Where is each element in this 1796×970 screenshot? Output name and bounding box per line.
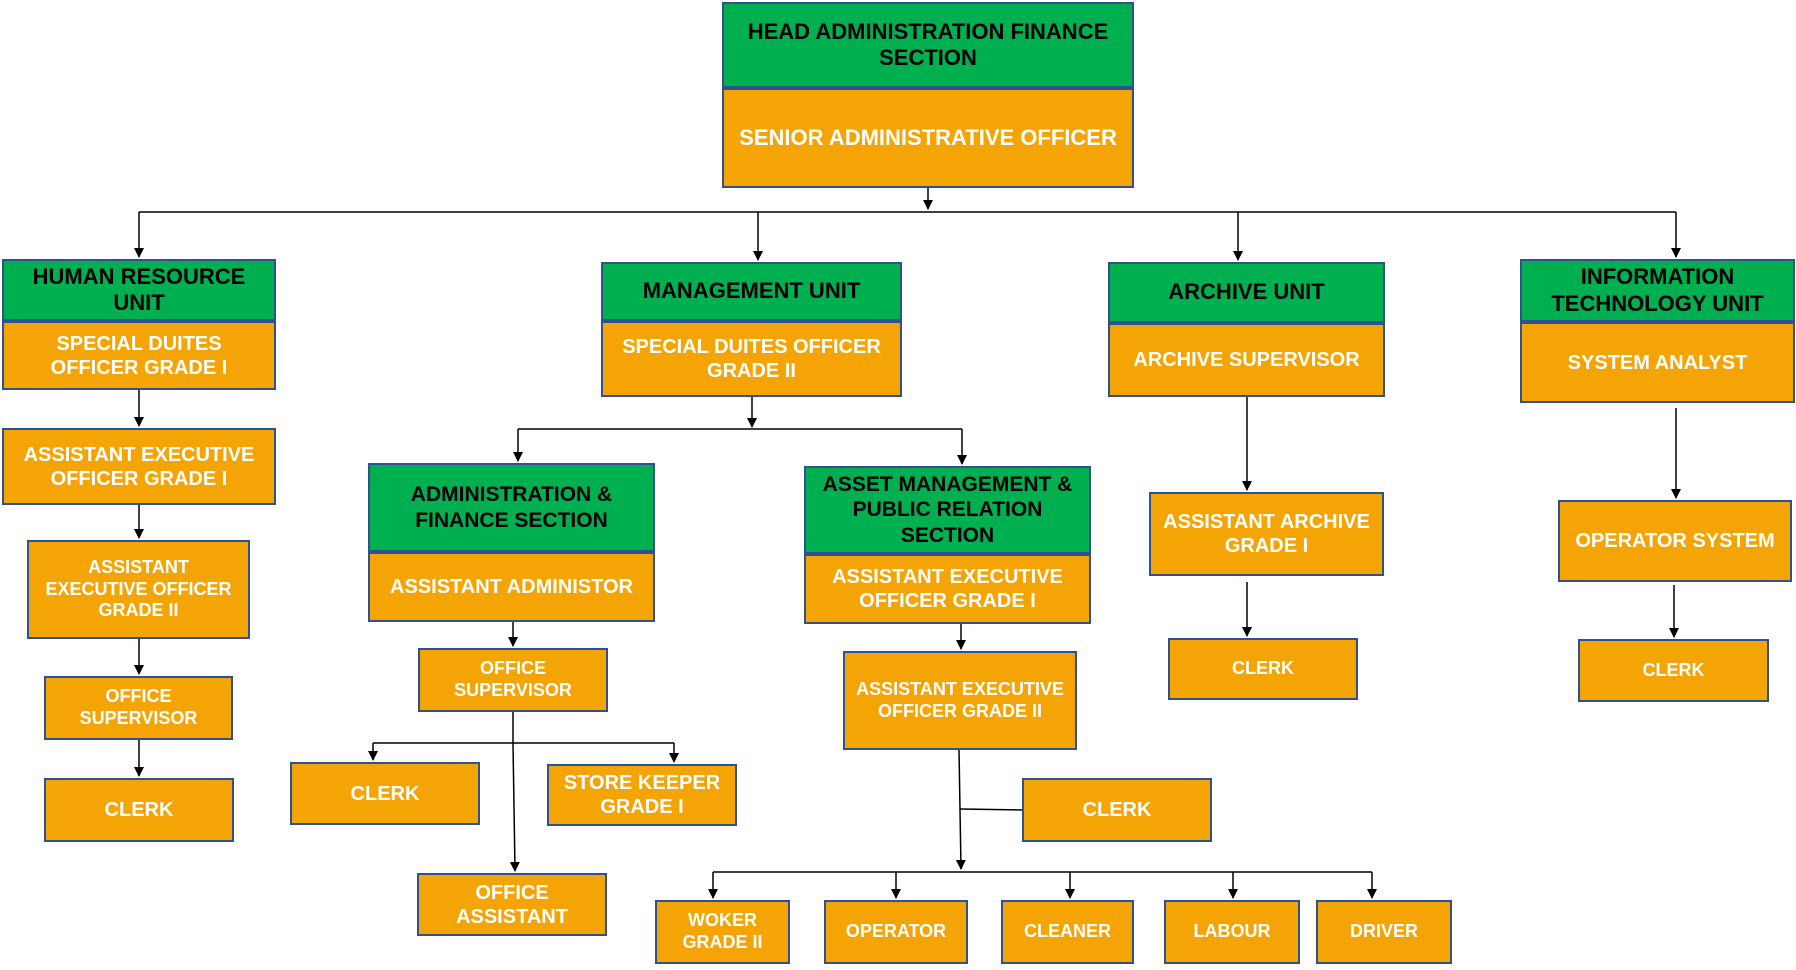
driver-box: DRIVER — [1316, 900, 1452, 964]
asset-assistant-executive-officer-grade-2-box: ASSISTANT EXECUTIVE OFFICER GRADE II — [843, 651, 1077, 750]
woker-grade-2-box: WOKER GRADE II — [655, 900, 790, 964]
information-technology-unit-box: INFORMATION TECHNOLOGY UNIT — [1520, 259, 1795, 322]
asset-assistant-executive-officer-grade-1-box: ASSISTANT EXECUTIVE OFFICER GRADE I — [804, 554, 1091, 624]
management-special-duties-officer-box: SPECIAL DUITES OFFICER GRADE II — [601, 321, 902, 397]
assistant-archive-grade-1-box: ASSISTANT ARCHIVE GRADE I — [1149, 492, 1384, 576]
it-clerk-box: CLERK — [1578, 639, 1769, 702]
archive-unit-box: ARCHIVE UNIT — [1108, 262, 1385, 323]
archive-clerk-box: CLERK — [1168, 638, 1358, 700]
operator-box: OPERATOR — [824, 900, 968, 964]
head-administration-finance-box: HEAD ADMINISTRATION FINANCE SECTION — [722, 2, 1134, 88]
af-clerk-box: CLERK — [290, 762, 480, 825]
cleaner-box: CLEANER — [1001, 900, 1134, 964]
operator-system-box: OPERATOR SYSTEM — [1558, 500, 1792, 582]
hr-clerk-box: CLERK — [44, 778, 234, 842]
senior-administrative-officer-box: SENIOR ADMINISTRATIVE OFFICER — [722, 88, 1134, 188]
hr-assistant-executive-officer-grade-2-box: ASSISTANT EXECUTIVE OFFICER GRADE II — [27, 540, 250, 639]
hr-office-supervisor-box: OFFICE SUPERVISOR — [44, 676, 233, 740]
hr-assistant-executive-officer-grade-1-box: ASSISTANT EXECUTIVE OFFICER GRADE I — [2, 428, 276, 505]
labour-box: LABOUR — [1164, 900, 1300, 964]
asset-management-public-relation-section-box: ASSET MANAGEMENT & PUBLIC RELATION SECTI… — [804, 466, 1091, 554]
administration-finance-section-box: ADMINISTRATION & FINANCE SECTION — [368, 463, 655, 552]
asset-clerk-box: CLERK — [1022, 778, 1212, 842]
human-resource-unit-box: HUMAN RESOURCE UNIT — [2, 259, 276, 321]
office-assistant-box: OFFICE ASSISTANT — [417, 873, 607, 936]
assistant-administor-box: ASSISTANT ADMINISTOR — [368, 552, 655, 622]
af-office-supervisor-box: OFFICE SUPERVISOR — [418, 648, 608, 712]
management-unit-box: MANAGEMENT UNIT — [601, 262, 902, 321]
hr-special-duties-officer-box: SPECIAL DUITES OFFICER GRADE I — [2, 321, 276, 390]
store-keeper-box: STORE KEEPER GRADE I — [547, 764, 737, 826]
archive-supervisor-box: ARCHIVE SUPERVISOR — [1108, 323, 1385, 397]
system-analyst-box: SYSTEM ANALYST — [1520, 322, 1795, 403]
